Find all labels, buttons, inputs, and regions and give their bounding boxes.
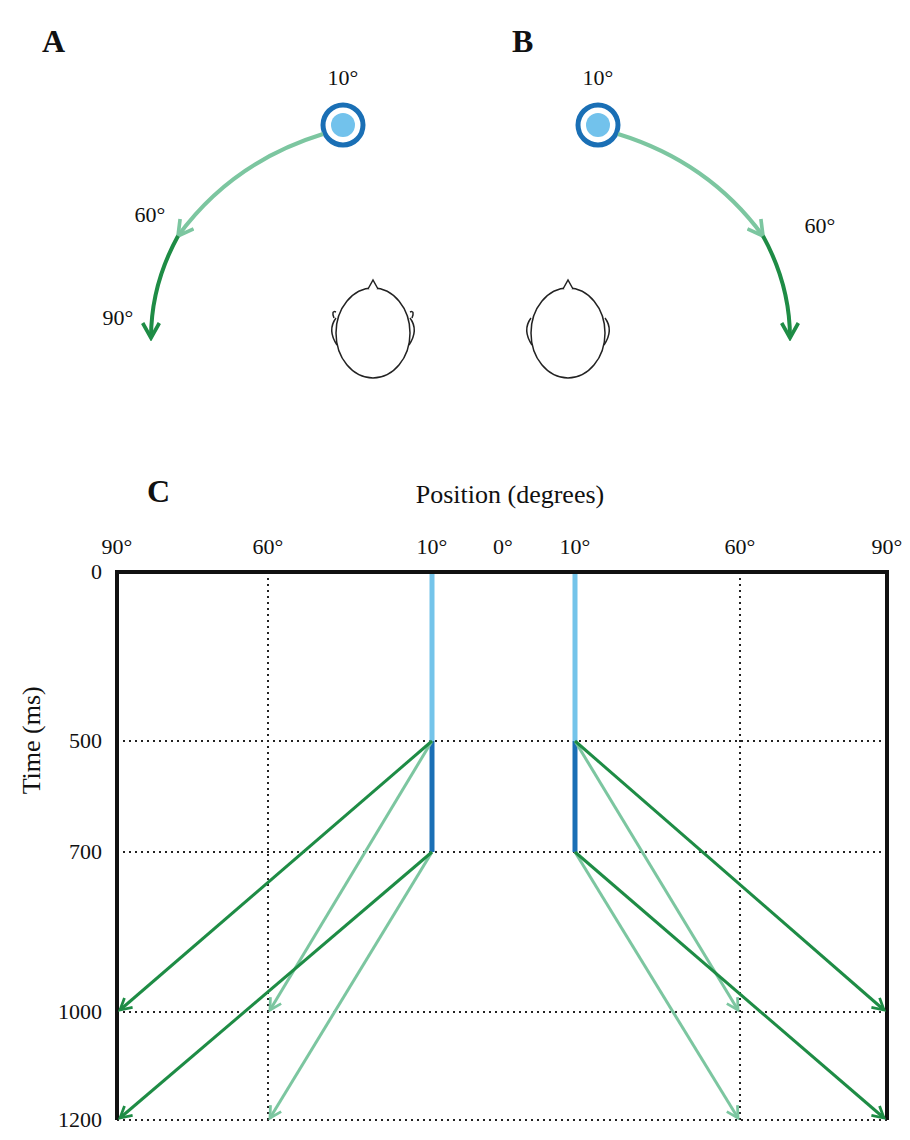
axis-tick-label: 60° <box>723 535 758 559</box>
angle-label: 90° <box>101 306 136 330</box>
axis-title: Time (ms) <box>18 684 47 796</box>
axis-tick-label: 1200 <box>56 1108 104 1132</box>
sound-source-core <box>586 113 610 137</box>
axis-tick-label: 0° <box>491 535 515 559</box>
motion-arc <box>151 236 178 338</box>
panel-a <box>151 105 414 378</box>
axis-tick-label: 1000 <box>56 1000 104 1024</box>
sound-source <box>578 105 618 145</box>
plot-frame <box>115 572 889 1120</box>
axis-tick-label: 0 <box>89 560 104 584</box>
panel-b <box>527 105 790 378</box>
axis-tick-label: 90° <box>100 535 135 559</box>
sound-source-core <box>331 113 355 137</box>
angle-label: 60° <box>803 214 838 238</box>
motion-arc <box>618 134 763 236</box>
axis-tick-label: 10° <box>558 535 593 559</box>
axis-tick-label: 60° <box>251 535 286 559</box>
listener-head <box>332 280 415 378</box>
axis-tick-label: 90° <box>870 535 905 559</box>
grid-lines <box>117 572 887 1120</box>
listener-head <box>527 280 610 378</box>
static-phase <box>432 574 575 852</box>
axis-title: Position (degrees) <box>414 481 606 510</box>
trajectories <box>120 741 884 1118</box>
panel-letter: C <box>145 474 172 509</box>
axis-tick-label: 10° <box>415 535 450 559</box>
angle-label: 60° <box>133 203 168 227</box>
panel-letter: A <box>40 24 67 59</box>
angle-label: 10° <box>326 66 361 90</box>
angle-label: 10° <box>581 66 616 90</box>
motion-arc <box>763 236 790 338</box>
panel-c <box>115 572 889 1120</box>
axis-tick-label: 500 <box>67 729 104 753</box>
axis-tick-label: 700 <box>67 840 104 864</box>
panel-letter: B <box>510 24 535 59</box>
motion-arc <box>178 134 323 236</box>
sound-source <box>323 105 363 145</box>
